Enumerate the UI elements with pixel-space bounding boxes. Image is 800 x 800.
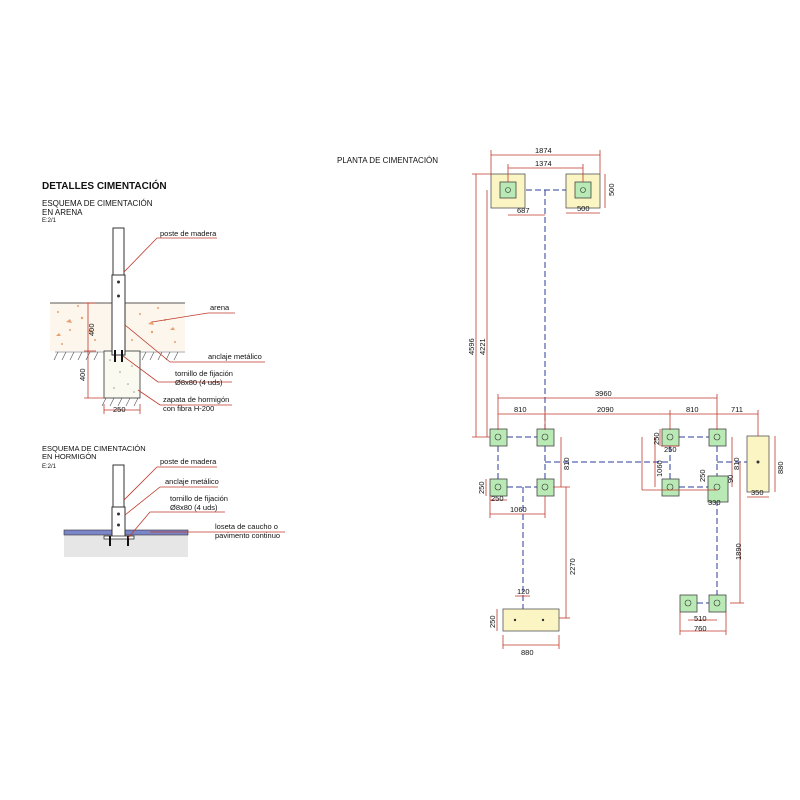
dim-810-a: 810 [514,405,527,414]
dim-footing-width: 250 [113,405,126,414]
dim-2090: 2090 [597,405,614,414]
dim-810-d: 810 [732,457,741,470]
dim-250-e: 250 [698,469,707,482]
label-footing-1: zapata de hormigón [163,395,229,404]
dim-500-horz: 500 [577,204,590,213]
dim-footing-depth: 400 [78,368,87,381]
concrete-scale: E:2/1 [42,464,57,470]
plan-title: PLANTA DE CIMENTACIÓN [337,156,438,165]
dim-810-b: 810 [686,405,699,414]
dim-1374: 1374 [535,159,552,168]
post-pads-left-group [489,428,555,497]
dim-120: 120 [517,587,530,596]
dim-250-a: 250 [652,432,661,445]
sand-heading-2: EN ARENA [42,208,83,217]
label-concrete-bolt-2: Ø8x80 (4 uds) [170,503,218,512]
dim-1060-a: 1060 [510,505,527,514]
dim-3960: 3960 [595,389,612,398]
concrete-heading-2: EN HORMIGÓN [42,452,97,461]
label-sand-anchor: anclaje metálico [208,352,262,361]
label-sand-bolt-2: Ø8x80 (4 uds) [175,378,223,387]
dimension-labels: 1874 1374 500 687 500 4596 4221 3960 810… [467,146,785,657]
label-concrete-post: poste de madera [160,457,217,466]
sand-texture [56,305,176,345]
dim-250-d: 250 [664,445,677,454]
dim-250-c: 250 [491,494,504,503]
dim-2270: 2270 [568,558,577,575]
dim-4221: 4221 [478,338,487,355]
foundation-plan: 1874 1374 500 687 500 4596 4221 3960 810… [467,146,785,657]
dim-sand-depth: 400 [87,323,96,336]
label-footing-2: con fibra H-200 [163,404,214,413]
dim-711: 711 [731,405,743,414]
dim-90: 90 [726,475,735,483]
dim-250-f: 250 [488,615,497,628]
wooden-post [112,227,125,276]
dim-250-b: 250 [477,481,486,494]
label-sand-bolt-1: tornillo de fijación [175,369,233,378]
dim-760: 760 [694,624,707,633]
dim-1874: 1874 [535,146,552,155]
dim-330: 330 [708,498,721,507]
label-concrete-bolt-1: tornillo de fijación [170,494,228,503]
label-tile-1: loseta de caucho o [215,522,278,531]
dimension-lines [472,150,776,649]
dim-1060-b: 1060 [655,460,664,477]
concrete-heading-1: ESQUEMA DE CIMENTACIÓN [42,444,146,453]
dim-1890: 1890 [734,543,743,560]
concrete-slab [64,535,188,557]
dim-880-b: 880 [521,648,534,657]
dim-510: 510 [694,614,707,623]
footing-right-rect [746,435,770,493]
concrete-metal-anchor [111,506,126,538]
dim-810-c: 810 [562,457,571,470]
label-sand: arena [210,303,230,312]
sand-scale: E:2/1 [42,218,57,224]
sand-heading-1: ESQUEMA DE CIMENTACIÓN [42,199,153,208]
post-pads-right-group [661,428,729,503]
dim-4596: 4596 [467,338,476,355]
label-concrete-anchor: anclaje metálico [165,477,219,486]
rubber-tile [63,529,189,536]
dim-350: 350 [751,488,764,497]
label-tile-2: pavimento continuo [215,531,280,540]
footing-bottom-left [502,608,560,632]
dim-687: 687 [517,206,530,215]
post-pads-bottom-right [679,594,727,613]
dim-500-vert: 500 [607,183,616,196]
dim-880-a: 880 [776,461,785,474]
sand-foundation-detail: 400 400 250 poste de madera arena anclaj… [50,227,265,414]
label-sand-post: poste de madera [160,229,217,238]
concrete-wooden-post [112,464,125,508]
concrete-foundation-detail: poste de madera anclaje metálico tornill… [63,457,285,557]
metal-anchor [111,274,126,356]
details-title: DETALLES CIMENTACIÓN [42,179,167,192]
centre-lines [497,189,758,618]
